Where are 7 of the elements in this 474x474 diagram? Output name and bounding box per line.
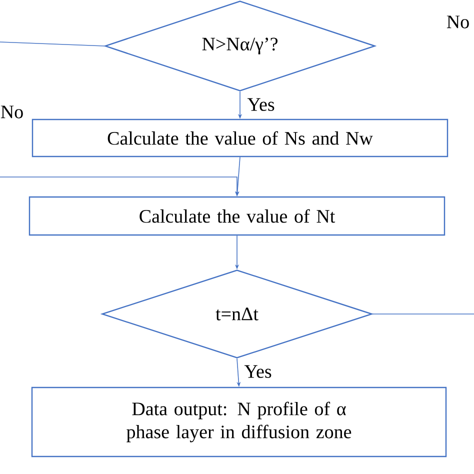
process-box: Calculate the value of Ns and Nw <box>32 118 448 158</box>
branch-label: No <box>0 106 23 118</box>
edge-label: Yes <box>247 98 274 111</box>
process-box: Calculate the value of Nt <box>28 196 446 236</box>
branch-label: No <box>446 16 469 28</box>
edge-label: Yes <box>244 365 272 378</box>
process-box: Data output: N profile of α phase layer in diffusion zone <box>31 386 447 458</box>
